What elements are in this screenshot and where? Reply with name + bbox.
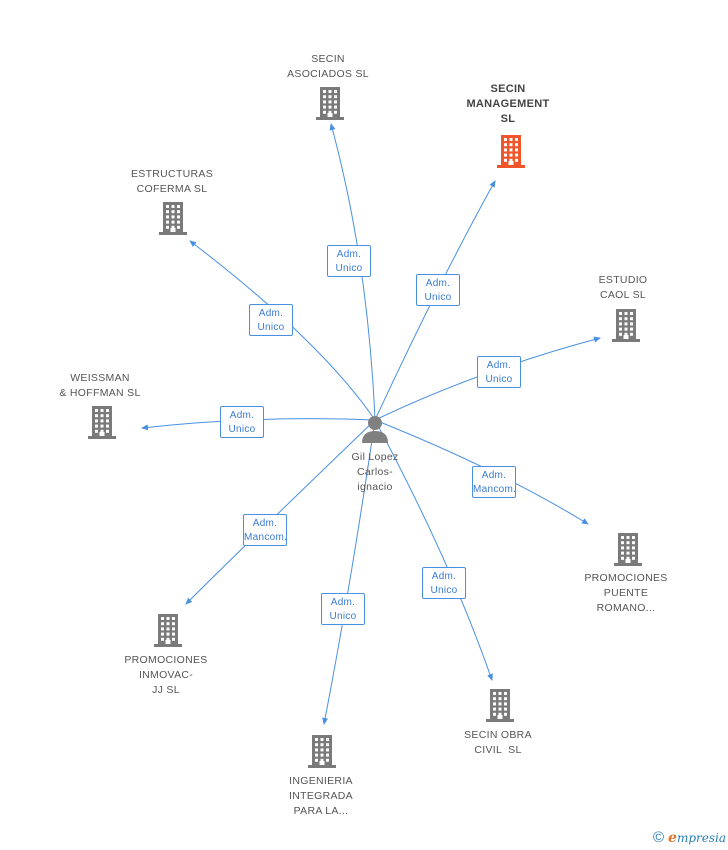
estudio-caol-building-icon[interactable] [611, 308, 641, 342]
edge-promociones-inmovac [185, 419, 376, 605]
estructuras-coferma-building-icon[interactable] [158, 201, 188, 235]
secin-management-building-icon[interactable] [496, 134, 526, 168]
edge-estructuras-coferma [189, 240, 376, 421]
edge-label-promociones-puente[interactable]: Adm.Mancom. [472, 466, 516, 498]
ingenieria-building-icon[interactable] [307, 734, 337, 768]
edge-label-ingenieria[interactable]: Adm.Unico [321, 593, 365, 625]
weissman-hoffman-label: WEISSMAN& HOFFMAN SL [59, 372, 141, 399]
brand-name: mpresia [676, 831, 726, 845]
edge-label-secin-obra[interactable]: Adm.Unico [422, 567, 466, 599]
copyright-icon: © [652, 829, 665, 846]
edge-label-estudio-caol[interactable]: Adm.Unico [477, 356, 521, 388]
edge-label-secin-management[interactable]: Adm.Unico [416, 274, 460, 306]
promociones-puente-building-icon[interactable] [613, 532, 643, 566]
person-icon[interactable] [360, 413, 390, 443]
edge-label-estructuras-coferma[interactable]: Adm.Unico [249, 304, 293, 336]
edge-label-weissman-hoffman[interactable]: Adm.Unico [220, 406, 264, 438]
empresia-watermark: ©empresia [653, 829, 726, 846]
secin-asociados-building-icon[interactable] [315, 86, 345, 120]
promociones-inmovac-building-icon[interactable] [153, 613, 183, 647]
brand-initial: e [668, 830, 677, 846]
edge-ingenieria [322, 419, 376, 725]
edge-label-promociones-inmovac[interactable]: Adm.Mancom. [243, 514, 287, 546]
edge-label-secin-asociados[interactable]: Adm.Unico [327, 245, 371, 277]
weissman-hoffman-building-icon[interactable] [87, 405, 117, 439]
edge-secin-obra [374, 419, 493, 681]
secin-obra-building-icon[interactable] [485, 688, 515, 722]
